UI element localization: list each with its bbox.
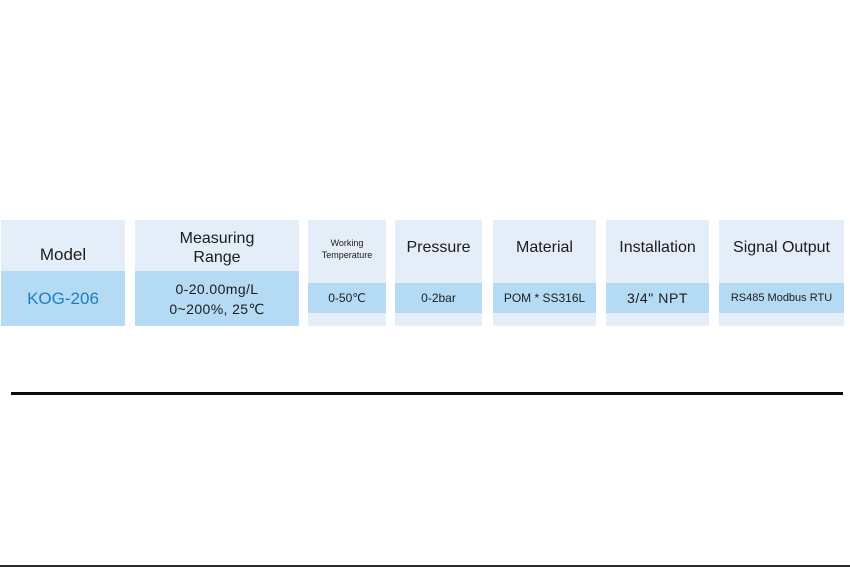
header-material: Material — [516, 239, 573, 256]
value-range-line-1: 0-20.00mg/L — [175, 280, 259, 297]
col-material: Material POM * SS316L — [493, 220, 596, 326]
header-pressure: Pressure — [406, 239, 471, 256]
header-working-line: Working — [330, 238, 364, 248]
value-pressure: 0-2bar — [395, 283, 482, 313]
header-signal-output: Signal Output — [733, 239, 830, 256]
value-signal-output: RS485 Modbus RTU — [719, 283, 844, 313]
value-installation: 3/4" NPT — [606, 283, 709, 313]
value-working-temperature: 0-50℃ — [308, 283, 386, 313]
value-range-line-2: 0~200%, 25℃ — [169, 300, 265, 317]
value-model: KOG-206 — [1, 271, 125, 326]
col-installation: Installation 3/4" NPT — [606, 220, 709, 326]
col-measuring-range: Measuring Range 0-20.00mg/L 0~200%, 25℃ — [135, 220, 299, 326]
value-material: POM * SS316L — [493, 283, 596, 313]
col-signal-output: Signal Output RS485 Modbus RTU — [719, 220, 844, 326]
value-measuring-range: 0-20.00mg/L 0~200%, 25℃ — [135, 271, 299, 326]
header-measuring-range: Measuring Range — [179, 230, 255, 266]
header-installation: Installation — [619, 239, 696, 256]
bottom-border-line — [0, 565, 850, 567]
col-model: Model KOG-206 — [1, 220, 125, 326]
header-model: Model — [39, 245, 87, 264]
header-temperature-line: Temperature — [321, 250, 373, 260]
col-working-temperature: Working Temperature 0-50℃ — [308, 220, 386, 326]
horizontal-rule — [11, 392, 843, 395]
col-pressure: Pressure 0-2bar — [395, 220, 482, 326]
header-working-temperature: Working Temperature — [308, 220, 386, 278]
